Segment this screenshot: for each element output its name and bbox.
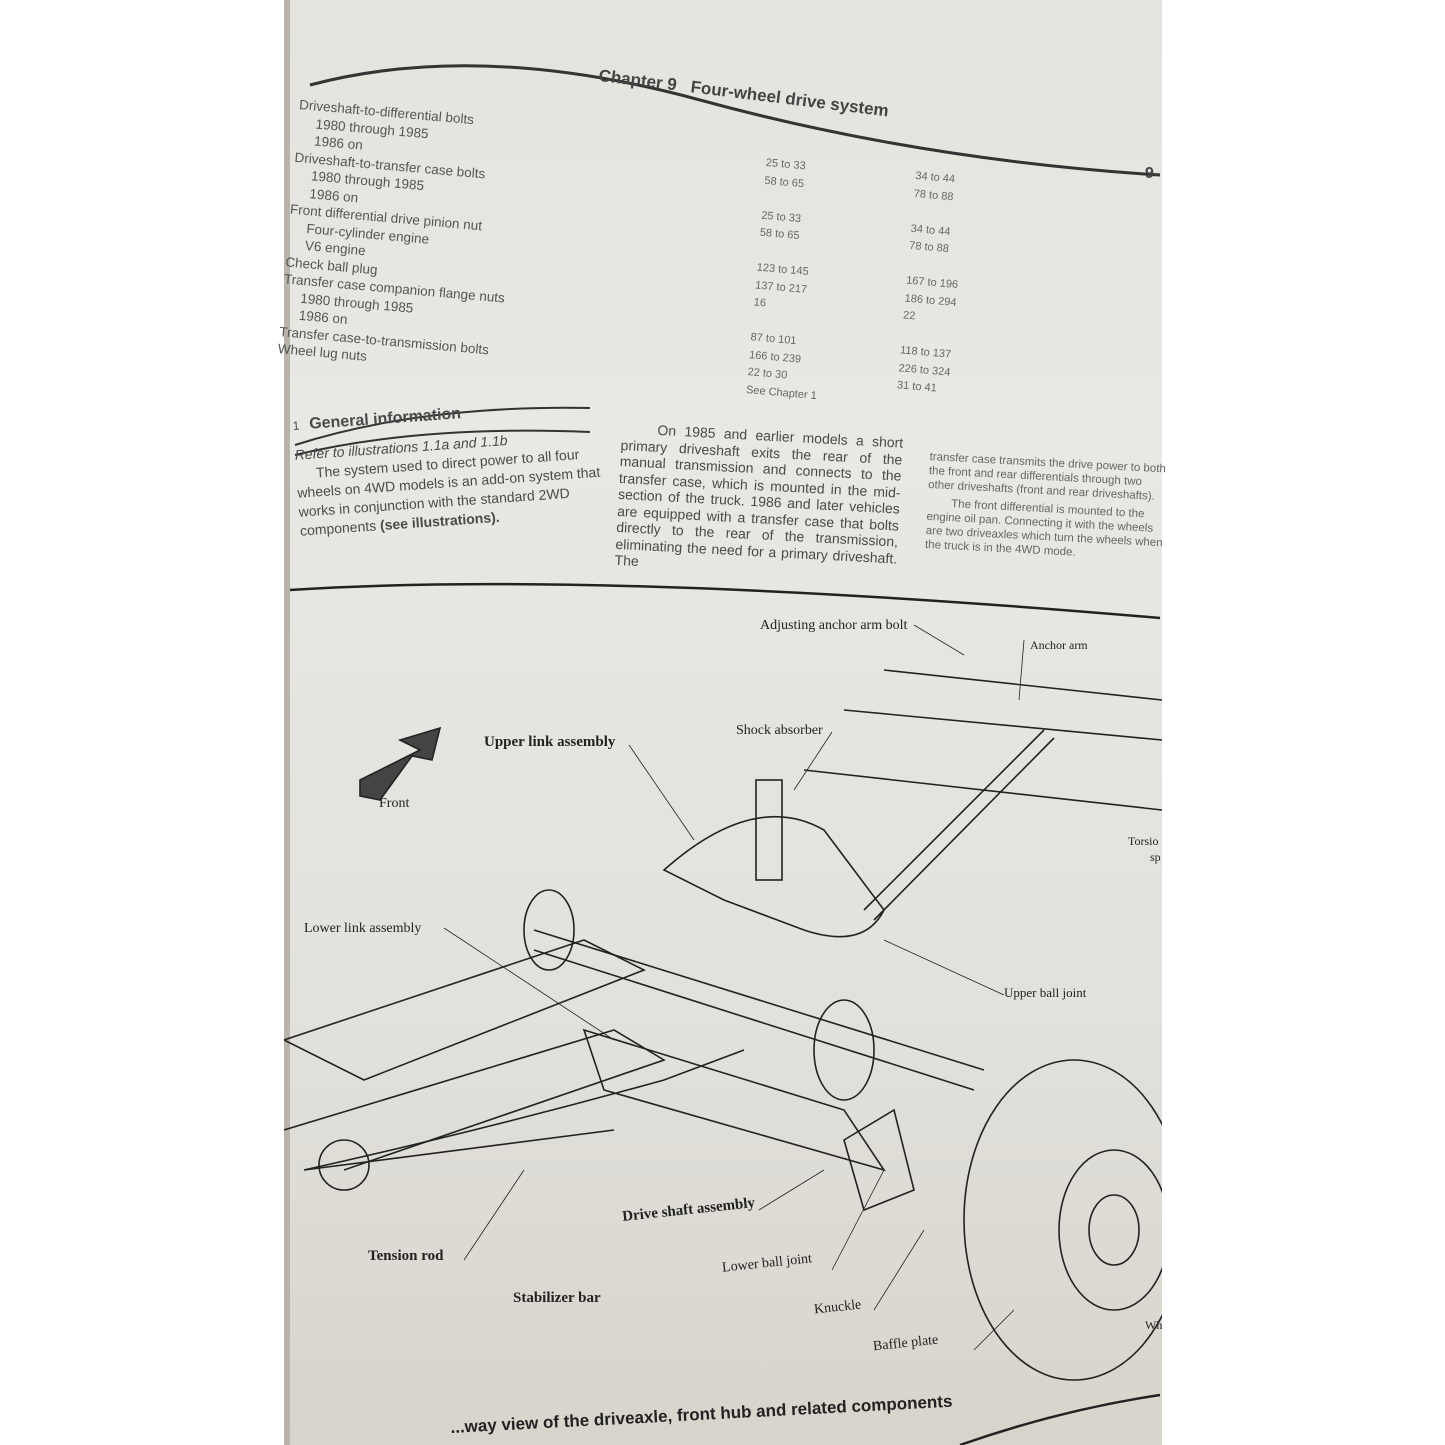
upper-link bbox=[662, 815, 885, 938]
spec-value-nm bbox=[902, 333, 1022, 343]
figure-rule-bottom bbox=[959, 1393, 1161, 1445]
label-stabilizer-bar: Stabilizer bar bbox=[513, 1290, 601, 1306]
knuckle bbox=[843, 1108, 915, 1212]
stabilizer-bar bbox=[303, 1049, 745, 1171]
torsion-bar bbox=[863, 729, 1055, 921]
page-edge bbox=[284, 0, 290, 1445]
shock-absorber bbox=[755, 779, 783, 881]
tension-rod bbox=[303, 1129, 615, 1191]
label-adjusting-anchor-arm-bolt: Adjusting anchor arm bolt bbox=[760, 618, 908, 633]
front-arrow-icon bbox=[359, 726, 442, 801]
paragraph: On 1985 and earlier models a short prima… bbox=[614, 421, 904, 570]
section-rule-top bbox=[294, 406, 591, 446]
section-number: 1 bbox=[292, 418, 300, 433]
spec-value-nm bbox=[917, 159, 1037, 169]
page-number: 9- bbox=[1145, 165, 1160, 182]
leader-lines bbox=[443, 624, 1025, 1351]
section-rule-bottom bbox=[294, 429, 591, 456]
brake-disc bbox=[963, 1059, 1162, 1381]
label-lower-link-assembly: Lower link assembly bbox=[304, 921, 422, 936]
text-column-2: On 1985 and earlier models a short prima… bbox=[614, 420, 903, 583]
label-torsion-2: sp bbox=[1150, 850, 1161, 864]
label-upper-ball-joint: Upper ball joint bbox=[1004, 985, 1087, 1000]
text-column-3: transfer case transmits the drive power … bbox=[925, 450, 1170, 564]
label-tension-rod: Tension rod bbox=[368, 1248, 444, 1264]
book-page bbox=[284, 0, 1162, 1445]
spec-value-nm bbox=[896, 403, 1016, 413]
label-shock-absorber: Shock absorber bbox=[736, 723, 823, 738]
suspension-diagram bbox=[284, 624, 1162, 1381]
header-rule bbox=[309, 64, 1161, 177]
label-torsion: Torsio bbox=[1128, 834, 1159, 848]
drive-shaft bbox=[523, 889, 985, 1101]
label-anchor-arm: Anchor arm bbox=[1030, 638, 1088, 652]
spec-value-nm bbox=[908, 263, 1028, 273]
figure-rule-top bbox=[289, 582, 1161, 620]
spec-value-nm bbox=[912, 211, 1032, 221]
label-upper-link-assembly: Upper link assembly bbox=[484, 734, 616, 750]
label-front: Front bbox=[379, 796, 410, 811]
label-wheel: Wh bbox=[1145, 1318, 1163, 1332]
